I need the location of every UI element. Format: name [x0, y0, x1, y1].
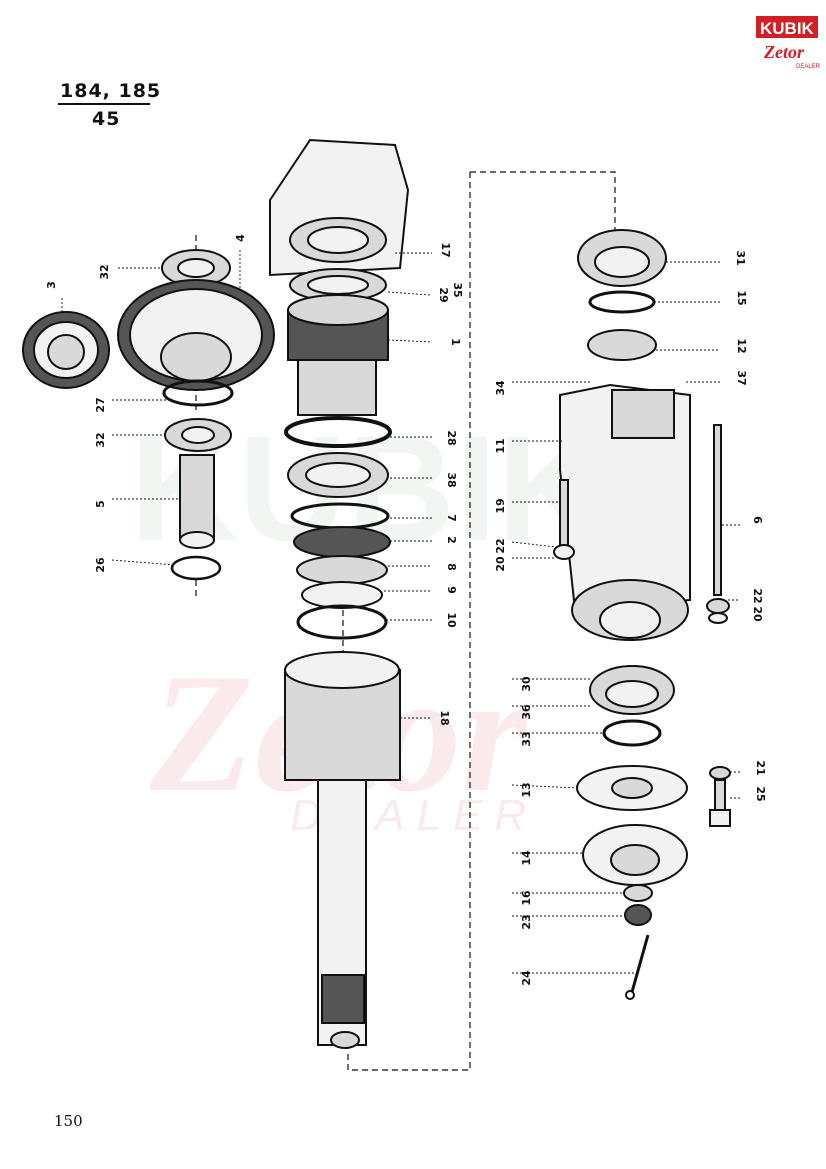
bearing-32-lower: [164, 418, 232, 452]
callout-31: 31: [734, 250, 747, 265]
callout-30: 30: [520, 676, 533, 692]
callout-8: 8: [445, 563, 458, 571]
callout-4: 4: [234, 234, 247, 242]
washer-16: [623, 884, 653, 902]
hub-9: [301, 581, 383, 609]
logo-kubik-box: [756, 16, 818, 38]
callout-3: 3: [45, 281, 58, 289]
callout-1: 1: [449, 338, 462, 346]
callout-14: 14: [520, 850, 533, 866]
callout-15: 15: [735, 290, 748, 305]
callout-32: 32: [94, 432, 107, 447]
callout-12: 12: [735, 338, 748, 353]
bearing-30-36: [589, 665, 675, 715]
stud-6: [713, 424, 722, 596]
gear-4: [117, 279, 275, 391]
bolt-25-washer-21: [709, 766, 731, 827]
clutch-2: [293, 526, 391, 558]
callout-10: 10: [445, 612, 458, 628]
callout-16: 16: [520, 890, 533, 906]
callout-9: 9: [445, 586, 458, 594]
bearing-38: [287, 452, 389, 498]
sleeve-8: [296, 555, 388, 585]
callout-17: 17: [439, 242, 452, 257]
callout-25: 25: [754, 786, 767, 801]
callout-5: 5: [94, 500, 107, 508]
callout-7: 7: [445, 514, 458, 522]
callout-13: 13: [520, 782, 533, 797]
seal-33: [602, 719, 662, 747]
callout-19: 19: [494, 498, 507, 513]
callout-35: 35: [451, 282, 464, 297]
leader-lines: [61, 250, 740, 974]
output-shaft-18: [284, 651, 401, 1049]
callout-18: 18: [438, 710, 451, 725]
flange-14: [582, 824, 688, 886]
ring-15-upper: [588, 290, 656, 314]
cover-13: [576, 765, 688, 811]
callout-24: 24: [520, 970, 533, 986]
callout-20: 20: [494, 556, 507, 572]
callout-23: 23: [520, 914, 533, 929]
nut-23: [624, 904, 652, 926]
callout-33: 33: [520, 731, 533, 746]
circlip-26: [170, 555, 222, 581]
callout-38: 38: [445, 472, 458, 487]
callout-2: 2: [445, 536, 458, 544]
callout-6: 6: [751, 516, 764, 524]
gear-1: [287, 294, 389, 416]
logo-zetor-text: Zetor: [763, 42, 805, 62]
group-number: 45: [92, 108, 121, 130]
callout-37: 37: [735, 370, 748, 385]
callout-36: 36: [520, 704, 533, 720]
bolt-19: [553, 479, 575, 560]
callout-34: 34: [494, 380, 507, 396]
callout-20: 20: [751, 606, 764, 622]
callout-28: 28: [445, 430, 458, 445]
seal-12: [587, 329, 657, 361]
circlip-27: [162, 379, 234, 407]
ring-10: [296, 604, 388, 640]
housing-cover-17: [269, 138, 410, 277]
callout-27: 27: [94, 397, 107, 412]
callout-21: 21: [754, 760, 767, 775]
brand-logo: KUBIK Zetor DEALER: [756, 16, 821, 70]
model-numbers: 184, 185: [60, 80, 162, 102]
callout-22: 22: [494, 538, 507, 553]
bearing-31: [577, 229, 667, 287]
callout-22: 22: [751, 588, 764, 603]
callout-26: 26: [94, 557, 107, 573]
callout-29: 29: [437, 287, 450, 302]
logo-dealer-text: DEALER: [796, 64, 821, 70]
housing-11: [559, 383, 691, 641]
header-divider: [58, 103, 150, 105]
shaft-5: [179, 454, 215, 549]
callout-32: 32: [98, 264, 111, 279]
gear-3: [22, 311, 110, 389]
nut-20-22: [706, 598, 730, 624]
page-number: 150: [54, 1112, 83, 1130]
cotter-pin-24: [625, 934, 650, 1000]
callout-11: 11: [494, 438, 507, 453]
logo-kubik-text: KUBIK: [760, 19, 815, 38]
assembly-connector-line: [347, 171, 616, 1071]
ring-28: [284, 416, 392, 448]
